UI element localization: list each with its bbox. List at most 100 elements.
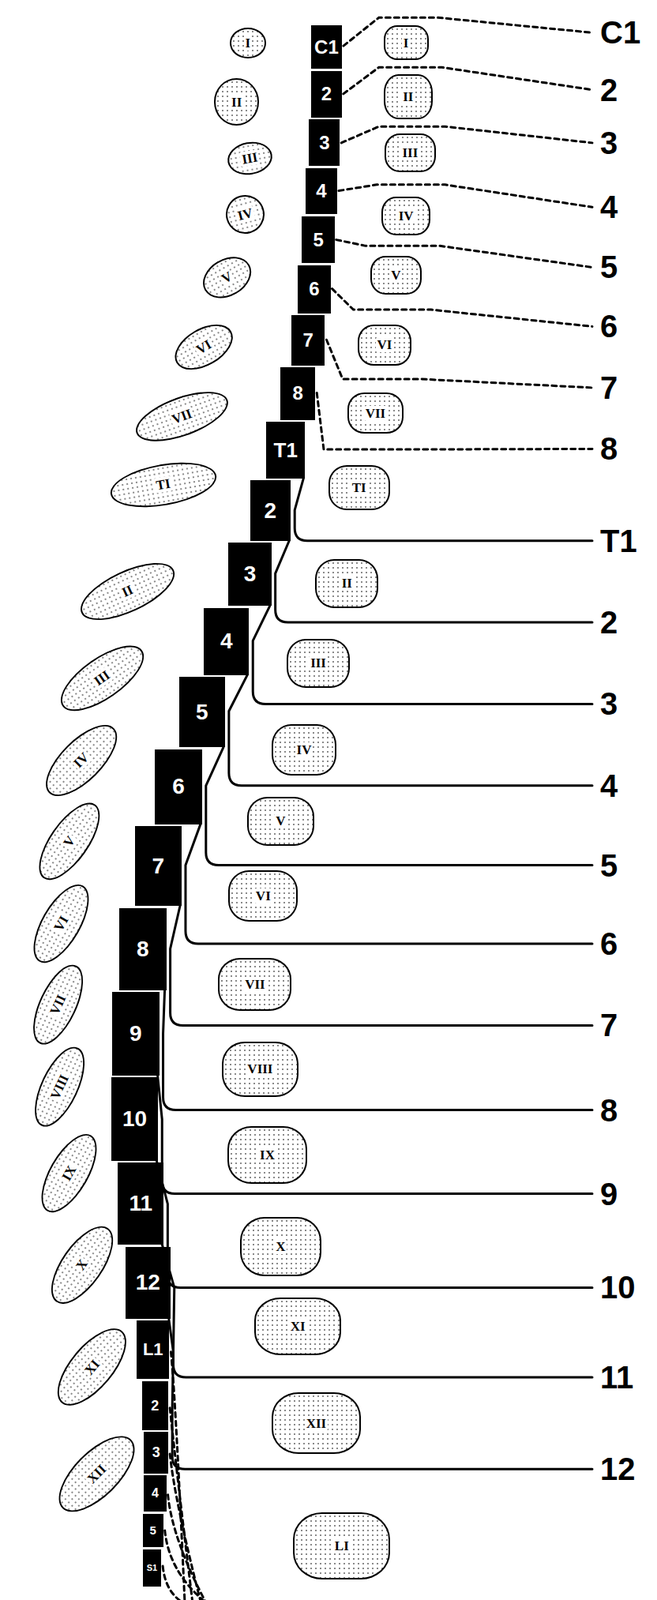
segment-number: T1 (274, 439, 298, 461)
vertebra-numeral: IX (58, 1161, 81, 1185)
segment-label: 8 (600, 429, 618, 468)
spinal-segment: S1 (142, 1549, 162, 1587)
vertebra-numeral: II (401, 89, 415, 105)
spinal-segment: 8 (119, 908, 166, 991)
segment-label: 12 (600, 1449, 636, 1488)
vertebra-numeral: VII (364, 405, 388, 421)
spinous-process: VII (129, 381, 234, 451)
spinous-process: XII (46, 1423, 147, 1525)
vertebra-numeral: TI (153, 475, 173, 494)
vertebral-body: VIII (221, 1041, 299, 1097)
segment-number: 8 (292, 383, 304, 403)
segment-number: 4 (315, 181, 327, 201)
spinal-segment: 2 (250, 480, 292, 541)
leader-line (316, 392, 593, 450)
segment-number: 5 (312, 230, 323, 250)
vertebra-numeral: VI (375, 337, 395, 353)
vertebral-body: III (384, 133, 436, 173)
leader-line (170, 905, 593, 1025)
spinal-segment: 4 (203, 608, 249, 676)
spinal-segment: C1 (311, 25, 342, 69)
spinal-segment: 6 (297, 265, 331, 314)
segment-number: 4 (220, 630, 233, 653)
segment-number: 12 (135, 1271, 161, 1294)
segment-number: 3 (319, 133, 330, 153)
segment-number: 7 (151, 855, 165, 878)
vertebra-numeral: VII (168, 405, 196, 428)
leader-line (252, 605, 593, 704)
spinous-process: X (39, 1216, 125, 1314)
segment-number: L1 (142, 1340, 164, 1359)
spinal-segment: 2 (311, 71, 342, 118)
vertebra-numeral: VI (254, 888, 273, 904)
segment-number: 6 (172, 775, 185, 798)
segment-number: 10 (122, 1107, 147, 1131)
segment-label: 7 (600, 1006, 618, 1044)
spinous-process: XI (45, 1317, 139, 1417)
spinous-process: VII (23, 958, 94, 1052)
spinous-process: TI (106, 454, 220, 514)
vertebra-numeral: V (217, 267, 237, 288)
vertebra-numeral: III (400, 145, 420, 161)
segment-number: 2 (264, 499, 278, 522)
vertebra-numeral: IV (234, 204, 256, 224)
spinous-process: II (213, 78, 260, 125)
vertebra-numeral: III (308, 655, 328, 671)
spinal-segment: 6 (154, 749, 202, 825)
vertebra-numeral: TI (350, 480, 368, 496)
leader-line (157, 1075, 593, 1194)
vertebra-numeral: V (274, 813, 287, 829)
vertebra-numeral: XI (289, 1318, 308, 1334)
vertebra-numeral: I (401, 35, 411, 51)
segment-number: 4 (151, 1486, 159, 1500)
spinal-segment: 5 (142, 1513, 164, 1548)
segment-number: 3 (244, 563, 257, 586)
spinous-process: VI (167, 315, 241, 379)
segment-label: 2 (600, 603, 618, 642)
leader-line (332, 289, 593, 327)
segment-label: 3 (600, 123, 618, 162)
spinal-segment: 7 (291, 315, 326, 365)
segment-number: 3 (152, 1445, 161, 1460)
vertebra-numeral: V (389, 267, 402, 283)
spinal-segment: T1 (266, 421, 305, 479)
spinous-process: V (27, 793, 111, 890)
segment-label: 5 (600, 846, 618, 885)
vertebra-numeral: IV (397, 208, 416, 224)
vertebra-numeral: VIII (245, 1061, 275, 1077)
vertebra-numeral: III (90, 666, 114, 690)
vertebral-body: II (383, 74, 433, 120)
leader-line (185, 824, 593, 944)
vertebra-numeral: VII (243, 976, 267, 992)
vertebral-body: VI (228, 870, 298, 922)
segment-number: 5 (150, 1524, 157, 1536)
vertebral-body: IV (271, 724, 338, 776)
vertebral-body: V (370, 255, 422, 295)
vertebral-body: LI (292, 1512, 391, 1580)
spinous-process: V (195, 248, 258, 307)
segment-label: 3 (600, 684, 618, 723)
vertebral-body: VII (347, 392, 404, 434)
vertebra-numeral: IX (258, 1147, 277, 1163)
segment-label: 8 (600, 1091, 618, 1130)
spinal-segment: 4 (305, 168, 338, 215)
segment-number: 7 (302, 330, 313, 350)
spinal-segment: 3 (143, 1431, 169, 1473)
segment-label: 7 (600, 368, 618, 407)
spinous-process: VI (22, 875, 100, 972)
leader-line (168, 1494, 211, 1600)
vertebral-body: VII (217, 957, 292, 1011)
vertebra-numeral: X (71, 1255, 92, 1275)
vertebral-body: X (240, 1216, 322, 1277)
vertebra-numeral: I (244, 35, 253, 51)
spinal-segment: 3 (228, 542, 271, 606)
leader-line (162, 1565, 225, 1600)
leader-line (343, 17, 593, 46)
spinal-segment: 5 (301, 216, 335, 263)
spinous-process: II (72, 551, 183, 632)
vertebral-body: V (247, 796, 315, 846)
spinous-process: III (50, 634, 154, 724)
segment-number: S1 (146, 1563, 158, 1573)
vertebra-numeral: LI (333, 1538, 351, 1554)
